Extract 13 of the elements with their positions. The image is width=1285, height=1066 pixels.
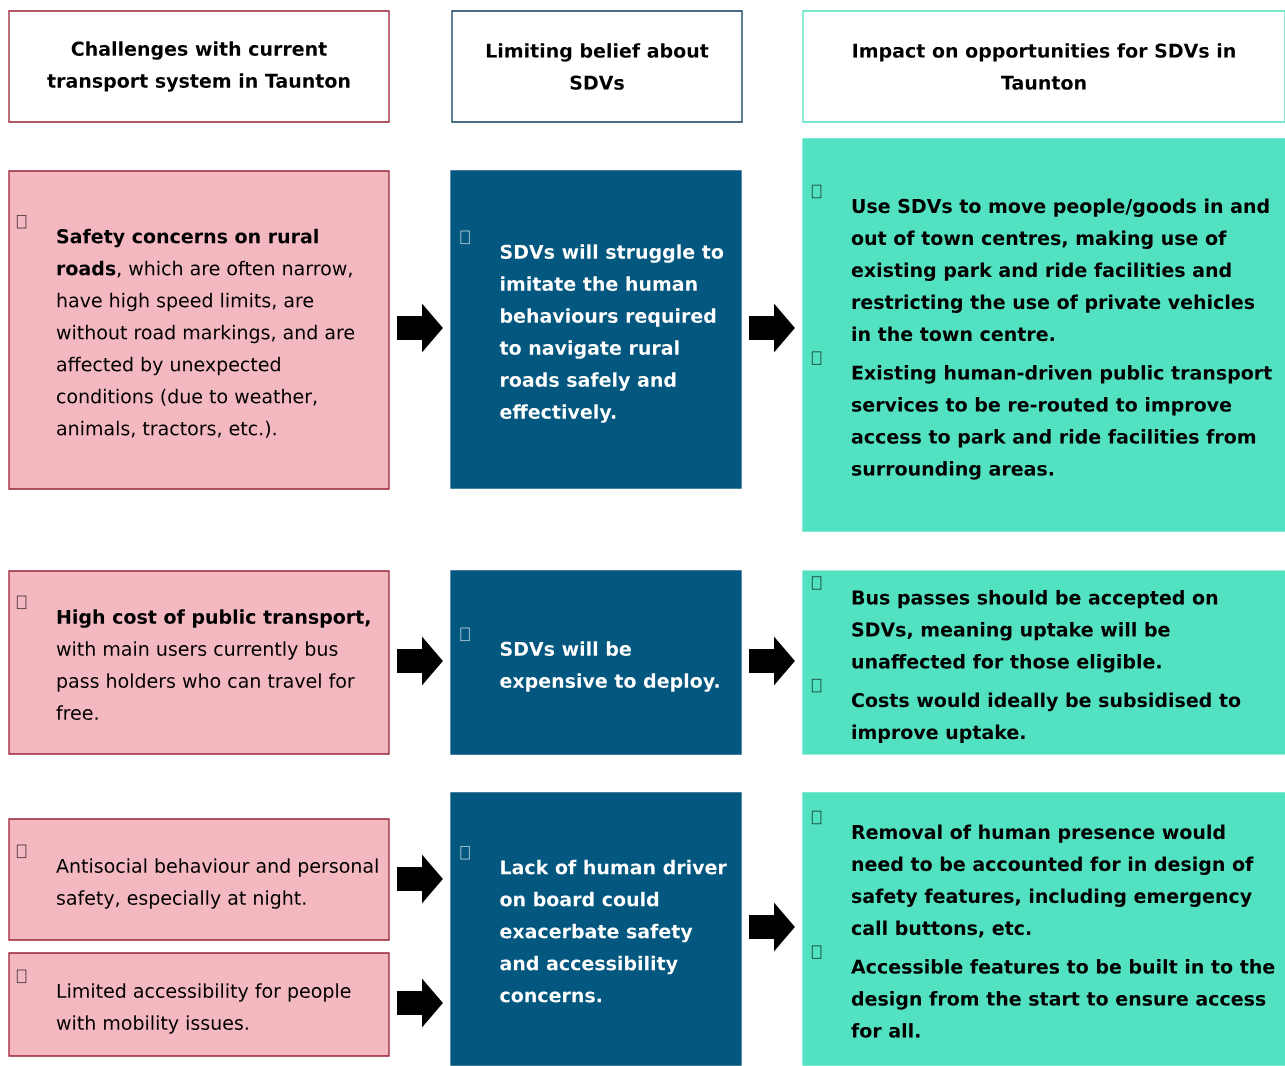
impact-box: Bus passes should be accepted on SDVs, meaning uptake will be unaffected for those eligible. Costs would ideally be subsidised to improve uptake. — [802, 570, 1285, 755]
challenge-box: Antisocial behaviour and personal safety, especially at night. — [8, 818, 390, 941]
challenge-box: Limited accessibility for people with mobility issues. — [8, 952, 390, 1057]
belief-box: SDVs will be expensive to deploy. — [450, 570, 742, 755]
header-box: Challenges with current transport system in Taunton — [8, 10, 390, 123]
header-box: Limiting belief about SDVs — [451, 10, 743, 123]
belief-box: Lack of human driver on board could exacerbate safety and accessibility concerns. — [450, 792, 742, 1066]
belief-box: SDVs will struggle to imitate the human behaviours required to navigate rural roads safely and effectively. — [450, 170, 742, 489]
impact-box: Removal of human presence would need to be accounted for in design of safety features, including emergency call buttons, etc. Accessible features to be built in to the design from the start to ensure access for all. — [802, 792, 1285, 1066]
challenge-box: High cost of public transport, with main users currently bus pass holders who can travel for free. — [8, 570, 390, 755]
impact-box: Use SDVs to move people/goods in and out of town centres, making use of existing park and ride facilities and restricting the use of private vehicles in the town centre. Existing human-driven public transport services to be re-routed to improve access to park and ride facilities from surrounding areas. — [802, 138, 1285, 532]
challenge-box: Safety concerns on rural roads, which are often narrow, have high speed limits, are without road markings, and are affected by unexpected conditions (due to weather, animals, tractors, etc.). — [8, 170, 390, 490]
header-box: Impact on opportunities for SDVs in Taunton — [802, 10, 1285, 123]
